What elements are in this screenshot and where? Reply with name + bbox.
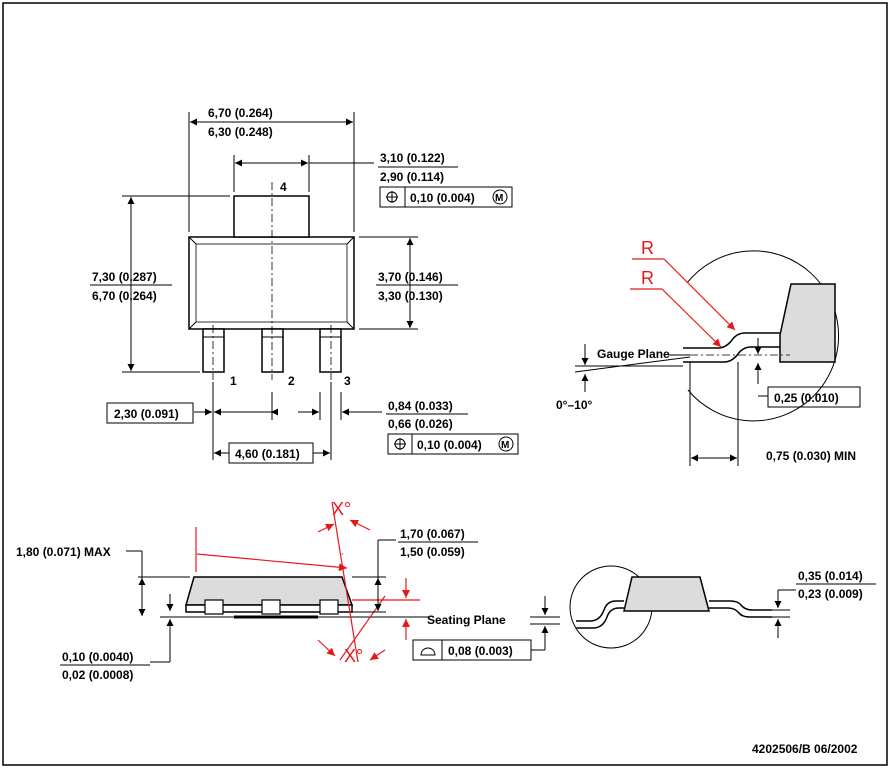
radius-label-1: R xyxy=(641,238,654,258)
lead-1 xyxy=(202,328,225,373)
radius-label-2: R xyxy=(641,268,654,288)
detail-view: 0°–10° Gauge Plane R R 0,25 (0.010) 0,75… xyxy=(556,238,861,466)
lead-width-max-label: 0,84 (0.033) xyxy=(388,399,453,413)
standoff-max-label: 0,10 (0.0040) xyxy=(62,650,133,664)
side-view: X° X° 1,80 (0.071) MAX 1,70 (0.067) 1,50… xyxy=(16,499,876,682)
angle-label: 0°–10° xyxy=(556,398,592,412)
body-height-min-label: 1,50 (0.059) xyxy=(400,545,465,559)
lead-width-min-label: 0,66 (0.026) xyxy=(388,417,453,431)
lead-thickness-max-label: 0,35 (0.014) xyxy=(798,569,863,583)
gauge-height-label: 0,25 (0.010) xyxy=(774,391,839,405)
mmc-modifier-icon xyxy=(492,189,508,205)
angle-x-top: X° xyxy=(332,499,351,519)
body-min-label: 3,30 (0.130) xyxy=(378,289,443,303)
foot-length-label: 0,75 (0.030) MIN xyxy=(766,449,856,463)
width-max-label: 6,70 (0.264) xyxy=(208,106,273,120)
profile-surface-icon xyxy=(420,647,436,656)
length-min-label: 6,70 (0.264) xyxy=(92,289,157,303)
pin-2-label: 2 xyxy=(288,374,295,388)
lead-tolerance-label: 0,10 (0.004) xyxy=(417,438,482,452)
seating-plane-label: Seating Plane xyxy=(427,613,506,627)
pin-3-label: 3 xyxy=(344,374,351,388)
span-label: 4,60 (0.181) xyxy=(235,447,300,461)
width-min-label: 6,30 (0.248) xyxy=(208,125,273,139)
package-body xyxy=(188,236,355,330)
pin-4-label: 4 xyxy=(280,180,287,194)
angle-x-bottom: X° xyxy=(344,646,363,666)
drawing-number: 4202506/B 06/2002 xyxy=(752,742,858,756)
overall-height-label: 1,80 (0.071) MAX xyxy=(16,545,111,559)
lead-2 xyxy=(261,328,284,373)
lead-3 xyxy=(319,328,342,373)
body-max-label: 3,70 (0.146) xyxy=(378,270,443,284)
lead-thickness-min-label: 0,23 (0.009) xyxy=(798,587,863,601)
top-view: 4 1 2 3 6,70 (0.264) 6,30 (0.248) 3,10 (… xyxy=(90,106,519,464)
pitch-label: 2,30 (0.091) xyxy=(114,407,179,421)
pin-1-label: 1 xyxy=(230,374,237,388)
standoff-min-label: 0,02 (0.0008) xyxy=(62,668,133,682)
tab-width-max-label: 3,10 (0.122) xyxy=(380,151,445,165)
mmc-modifier-icon xyxy=(498,436,514,452)
tab-lead xyxy=(233,195,310,238)
svg-text:M: M xyxy=(501,440,509,451)
body-height-max-label: 1,70 (0.067) xyxy=(400,527,465,541)
gauge-plane-label: Gauge Plane xyxy=(597,347,670,361)
tab-tolerance-label: 0,10 (0.004) xyxy=(410,191,475,205)
tab-width-min-label: 2,90 (0.114) xyxy=(380,170,444,184)
coplanarity-label: 0,08 (0.003) xyxy=(448,644,513,658)
svg-text:M: M xyxy=(495,193,503,204)
package-body-inner xyxy=(195,243,348,323)
length-max-label: 7,30 (0.287) xyxy=(92,270,157,284)
